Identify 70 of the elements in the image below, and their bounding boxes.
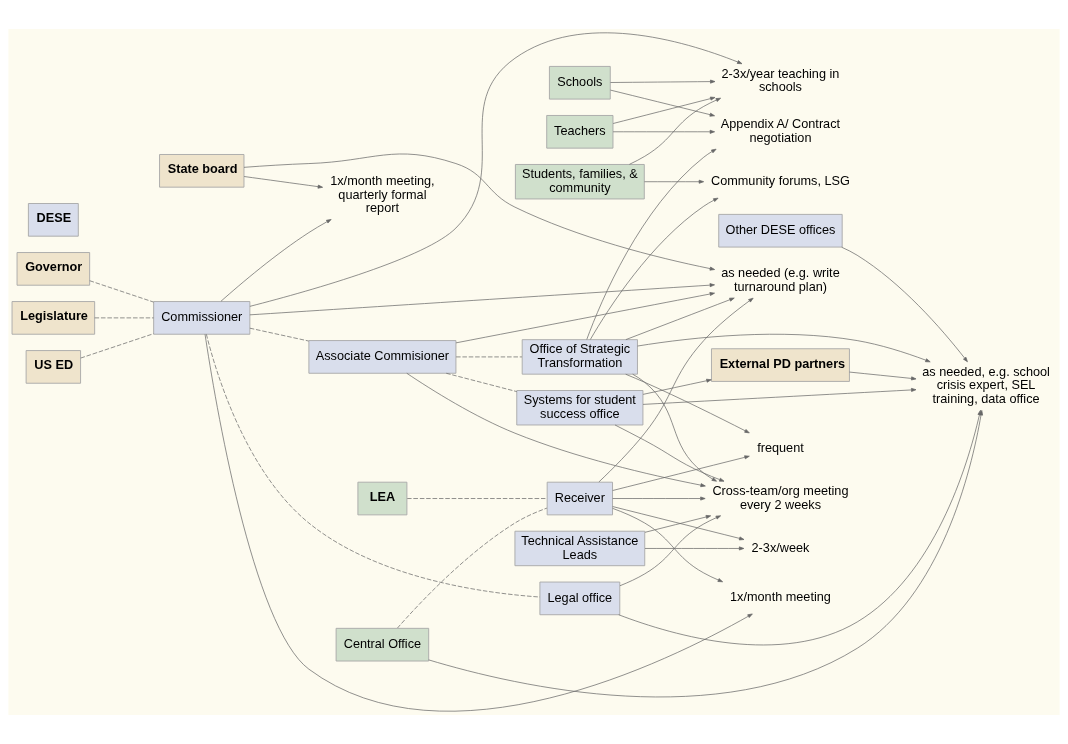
node-box: Students, families, & community xyxy=(514,164,645,200)
node-text: frequent xyxy=(757,440,804,455)
arrow xyxy=(619,515,721,587)
node-box: Central Office xyxy=(335,627,430,662)
node-text: 1x/month meeting xyxy=(730,589,831,604)
node-box: Teachers xyxy=(546,115,614,149)
connector xyxy=(206,333,541,598)
arrow xyxy=(637,333,931,363)
connector xyxy=(80,333,154,359)
connector xyxy=(406,498,548,499)
arrow xyxy=(598,297,754,483)
node-box: Receiver xyxy=(546,481,613,516)
arrow xyxy=(644,179,705,184)
arrow xyxy=(204,333,753,712)
arrow xyxy=(243,176,323,189)
arrow xyxy=(625,373,750,434)
node-box: Systems for student success office xyxy=(516,390,644,426)
arrow xyxy=(644,515,712,533)
arrow xyxy=(642,378,712,395)
node-box: Associate Commisioner xyxy=(308,340,457,374)
arrow xyxy=(586,148,717,340)
node-box: DESE xyxy=(27,203,79,237)
arrow xyxy=(243,153,715,271)
node-text: Appendix A/ Contract negotiation xyxy=(720,117,841,145)
arrow xyxy=(220,219,332,302)
node-box: External PD partners xyxy=(711,348,850,382)
arrow xyxy=(642,388,917,405)
arrow xyxy=(614,424,725,482)
node-box: Technical Assistance Leads xyxy=(514,530,646,567)
connector xyxy=(94,317,154,319)
arrow xyxy=(612,455,750,491)
node-text: 1x/month meeting, quarterly formal report xyxy=(330,174,435,216)
node-box: Governor xyxy=(16,252,91,286)
arrow xyxy=(849,371,917,381)
node-box: Legislature xyxy=(11,301,96,335)
node-box: Office of Strategic Transformation xyxy=(521,339,638,375)
node-text: Community forums, LSG xyxy=(711,174,850,189)
arrow xyxy=(249,32,743,307)
node-box: US ED xyxy=(25,350,82,384)
arrow xyxy=(625,297,735,340)
arrow xyxy=(406,372,706,488)
node-box: Other DESE offices xyxy=(718,213,843,248)
node-text: Cross-team/org meeting every 2 weeks xyxy=(712,484,849,512)
node-text: 2-3x/week xyxy=(751,540,810,555)
arrow xyxy=(249,283,715,316)
arrow xyxy=(612,496,706,501)
node-box: Legal office xyxy=(539,581,621,616)
arrow xyxy=(612,96,716,124)
node-box: LEA xyxy=(357,481,408,516)
node-text: as needed, e.g. school crisis expert, SEL training, data office xyxy=(922,364,1050,406)
connector xyxy=(455,356,523,358)
node-text: as needed (e.g. write turnaround plan) xyxy=(721,266,840,294)
connector xyxy=(249,327,310,342)
arrow xyxy=(610,89,715,117)
arrow xyxy=(455,292,715,344)
arrow xyxy=(632,373,717,482)
arrow xyxy=(590,197,719,340)
node-box: State board xyxy=(159,154,245,188)
arrow xyxy=(612,129,715,134)
arrow xyxy=(629,97,721,165)
node-text: 2-3x/year teaching in schools xyxy=(721,66,840,95)
connector xyxy=(89,280,154,303)
node-box: Schools xyxy=(548,66,611,100)
arrow xyxy=(612,506,745,541)
arrow xyxy=(841,246,968,363)
connector xyxy=(445,372,518,392)
node-box: Commissioner xyxy=(153,301,251,335)
arrow xyxy=(610,79,716,84)
arrow xyxy=(644,546,745,551)
arrow xyxy=(612,508,723,583)
